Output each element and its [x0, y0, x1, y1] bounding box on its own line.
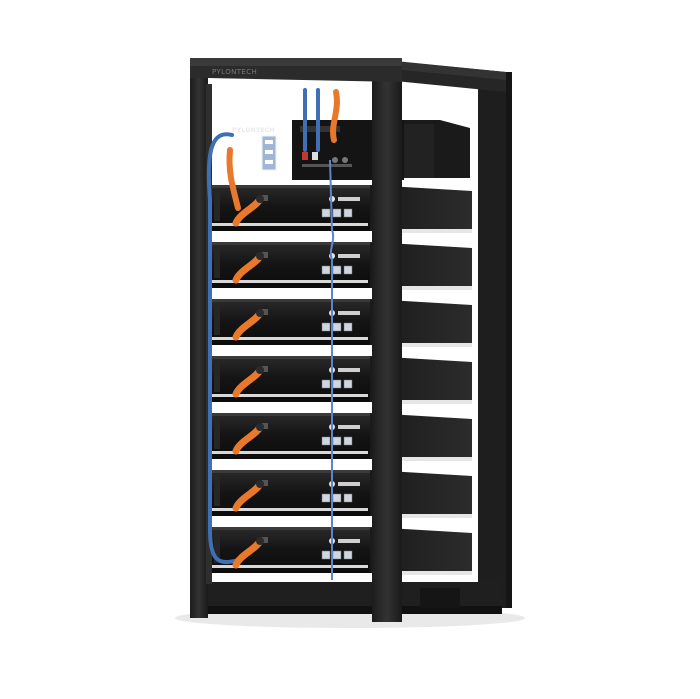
rack-base: [192, 582, 502, 614]
connector-icon: [256, 252, 264, 260]
network-port-icon: [332, 265, 342, 275]
network-port-icon: [321, 208, 331, 218]
network-port-icon: [332, 493, 342, 503]
cables: [206, 88, 340, 580]
connector-icon: [256, 537, 264, 545]
network-port-icon: [343, 550, 353, 560]
network-port-icon: [332, 322, 342, 332]
network-port-icon: [321, 265, 331, 275]
network-port-icon: [332, 550, 342, 560]
network-port-icon: [321, 436, 331, 446]
network-port-icon: [332, 379, 342, 389]
connector-icon: [256, 195, 264, 203]
network-port-icon: [321, 322, 331, 332]
connector-icon: [256, 423, 264, 431]
connector-icon: [256, 309, 264, 317]
data-cable-center: [329, 159, 335, 580]
network-port-icon: [343, 322, 353, 332]
network-port-icon: [332, 208, 342, 218]
power-links: [232, 195, 264, 569]
connector-icon: [256, 480, 264, 488]
battery-module: [210, 413, 370, 459]
network-port-icon: [343, 493, 353, 503]
connector-icon: [256, 366, 264, 374]
data-cable-left: [206, 132, 240, 565]
rack-logo: PYLONTECH: [212, 68, 257, 76]
network-port-icon: [332, 436, 342, 446]
network-port-icon: [343, 436, 353, 446]
network-port-icon: [343, 208, 353, 218]
data-cable-top: [303, 88, 320, 152]
network-port-icon: [321, 550, 331, 560]
network-port-icon: [343, 379, 353, 389]
network-port-icon: [321, 493, 331, 503]
network-port-icon: [343, 265, 353, 275]
control-logo: PYLONTECH: [232, 127, 275, 134]
network-port-icon: [321, 379, 331, 389]
control-box: PYLONTECH: [232, 120, 470, 180]
power-cable-top: [330, 89, 340, 143]
battery-modules: [210, 185, 370, 573]
battery-module: [210, 356, 370, 402]
battery-module: [210, 470, 370, 516]
power-cable-first: [226, 147, 241, 211]
